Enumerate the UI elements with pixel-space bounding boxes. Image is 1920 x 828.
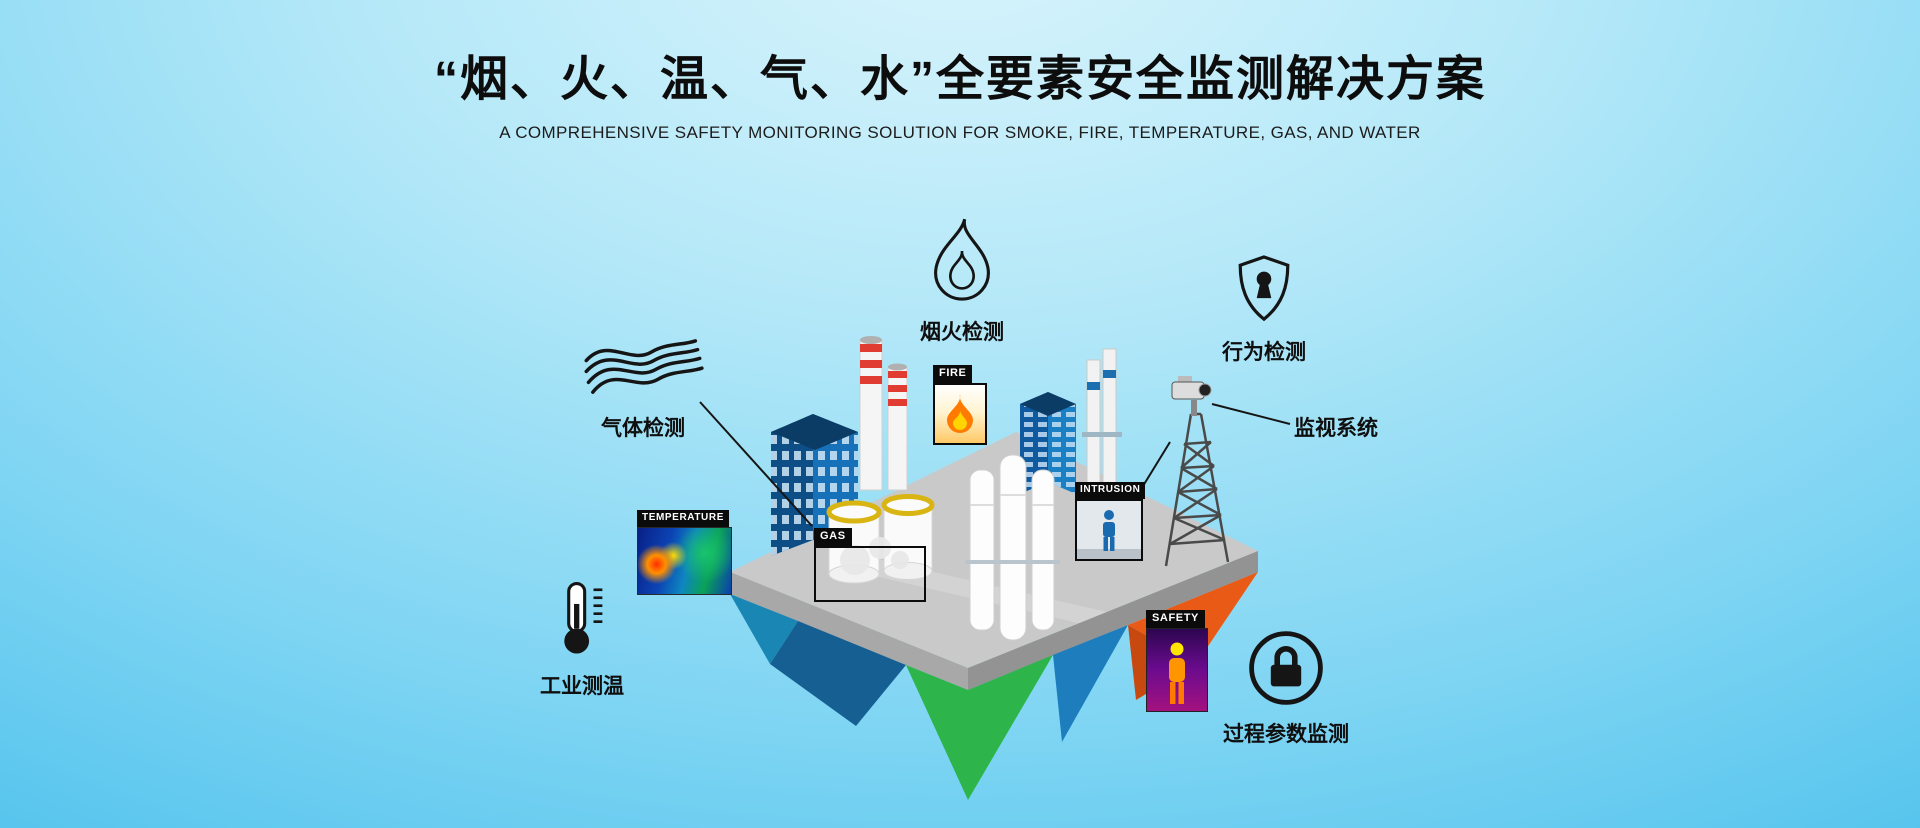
warehouse-building bbox=[1020, 392, 1076, 494]
callout-behavior: 行为检测 bbox=[1214, 252, 1314, 366]
intrusion-ground bbox=[1077, 548, 1141, 559]
process-tower bbox=[1082, 348, 1122, 491]
callout-label-smoke-fire: 烟火检测 bbox=[920, 321, 1004, 344]
callout-process: 过程参数监测 bbox=[1201, 628, 1371, 748]
gas-smoke-puffs bbox=[840, 537, 909, 575]
fire-flame-icon bbox=[947, 393, 973, 433]
callout-label-gas: 气体检测 bbox=[601, 417, 685, 440]
thermal-image bbox=[637, 526, 732, 595]
fire-detection-image bbox=[933, 382, 987, 445]
office-building bbox=[771, 414, 858, 556]
callout-temperature: 工业测温 bbox=[517, 578, 647, 700]
callout-smoke-fire: 烟火检测 bbox=[902, 214, 1022, 346]
tag-intrusion-label: INTRUSION bbox=[1075, 482, 1146, 499]
tag-gas-label: GAS bbox=[814, 528, 852, 546]
callout-label-temperature: 工业测温 bbox=[540, 675, 624, 698]
gas-region-frame bbox=[814, 545, 926, 602]
tag-safety-label: SAFETY bbox=[1146, 610, 1205, 628]
lock-icon bbox=[1249, 631, 1323, 705]
distillation-columns bbox=[965, 454, 1060, 641]
safety-thermal-image bbox=[1146, 627, 1208, 712]
page-title: “烟、火、温、气、水”全要素安全监测解决方案 bbox=[433, 53, 1486, 106]
callout-label-process: 过程参数监测 bbox=[1223, 723, 1349, 746]
page-subtitle: A COMPREHENSIVE SAFETY MONITORING SOLUTI… bbox=[499, 123, 1421, 143]
tag-fire-label: FIRE bbox=[933, 365, 973, 383]
tag-fire: FIRE bbox=[933, 365, 987, 445]
shield-keyhole-icon bbox=[1238, 255, 1290, 322]
gas-waves-icon bbox=[584, 339, 704, 394]
surveillance-camera-icon bbox=[1171, 376, 1212, 416]
worker-person-icon bbox=[1103, 509, 1115, 551]
thermometer-icon bbox=[564, 582, 603, 654]
connector-lines bbox=[699, 401, 1291, 527]
lattice-tower bbox=[1164, 412, 1230, 567]
intrusion-image bbox=[1075, 498, 1143, 561]
tag-temperature-label: TEMPERATURE bbox=[637, 510, 729, 527]
callout-label-behavior: 行为检测 bbox=[1222, 341, 1306, 364]
callout-label-surveillance: 监视系统 bbox=[1294, 417, 1378, 440]
tag-intrusion: INTRUSION bbox=[1075, 482, 1146, 561]
tag-temperature: TEMPERATURE bbox=[637, 510, 732, 595]
thermal-person-icon bbox=[1169, 642, 1185, 704]
flame-icon bbox=[934, 218, 990, 301]
banner-header: “烟、火、温、气、水”全要素安全监测解决方案 A COMPREHENSIVE S… bbox=[0, 52, 1920, 143]
tag-gas: GAS bbox=[814, 528, 926, 602]
callout-gas: 气体检测 bbox=[563, 330, 723, 442]
tag-safety: SAFETY bbox=[1146, 610, 1208, 712]
chimneys bbox=[859, 336, 908, 491]
